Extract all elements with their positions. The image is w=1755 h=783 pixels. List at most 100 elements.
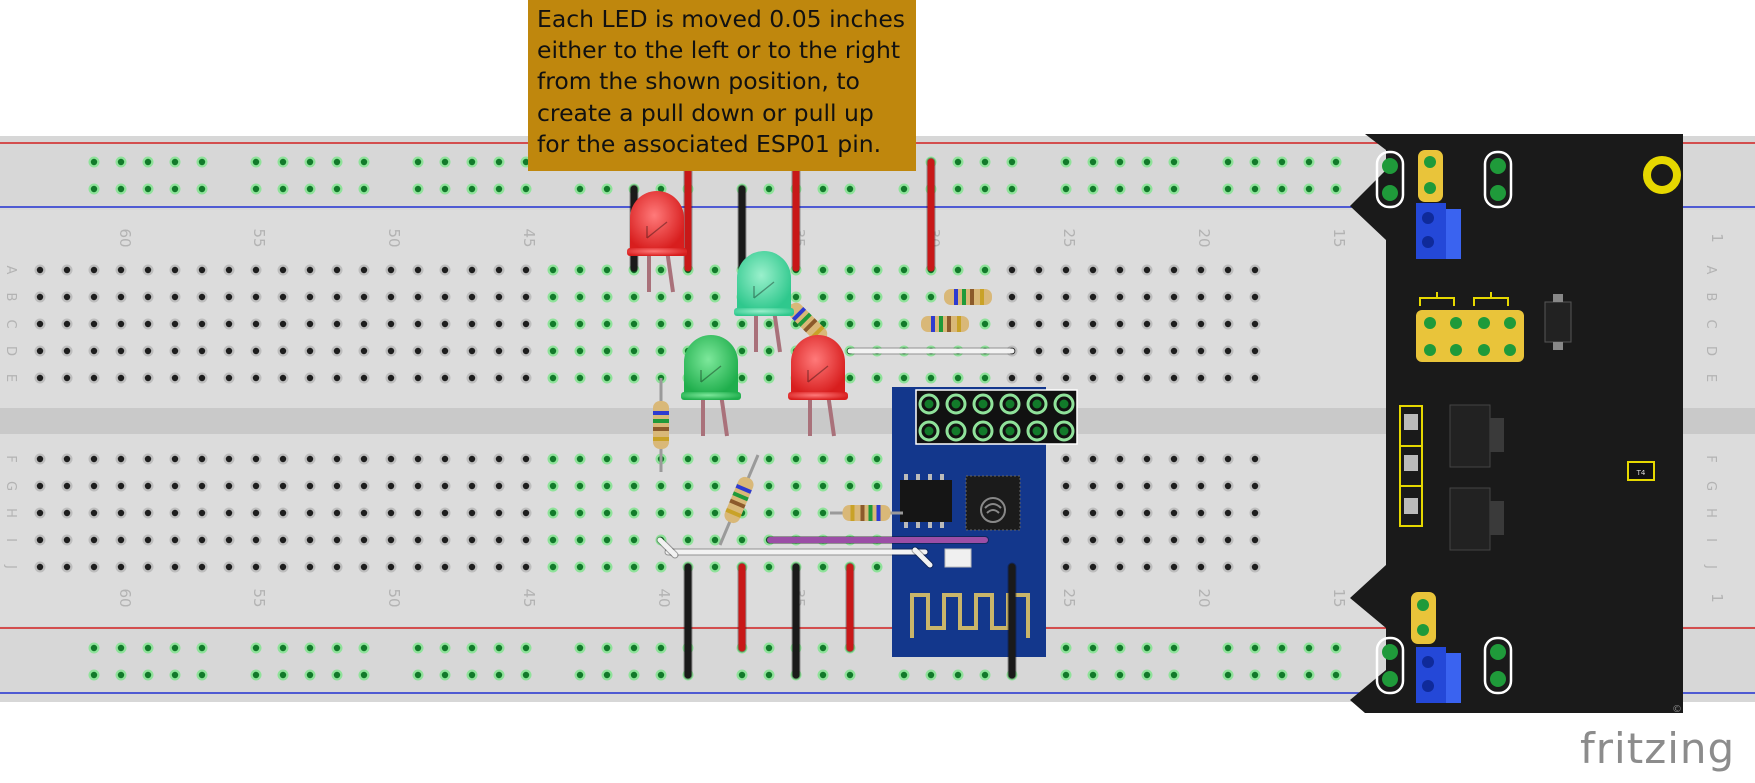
breadboard-hole	[1251, 374, 1259, 382]
breadboard-hole	[468, 266, 476, 274]
note-line: for the associated ESP01 pin.	[537, 129, 882, 158]
breadboard-hole	[468, 509, 476, 517]
row-label: H	[3, 508, 18, 518]
breadboard-hole	[387, 536, 395, 544]
breadboard-hole	[252, 455, 260, 463]
breadboard-hole	[1224, 374, 1232, 382]
breadboard-hole	[360, 563, 368, 571]
breadboard-hole	[1143, 347, 1151, 355]
breadboard-hole	[360, 158, 368, 166]
row-label: H	[1703, 508, 1718, 518]
breadboard-hole	[1143, 374, 1151, 382]
breadboard-hole	[387, 266, 395, 274]
breadboard-hole	[279, 347, 287, 355]
breadboard-hole	[117, 347, 125, 355]
breadboard-hole	[1008, 293, 1016, 301]
resistor-band	[954, 289, 958, 305]
breadboard-hole	[171, 482, 179, 490]
breadboard-hole	[90, 374, 98, 382]
breadboard-hole	[333, 671, 341, 679]
row-label: A	[3, 266, 18, 275]
breadboard-hole	[144, 320, 152, 328]
esp01-pin	[924, 426, 934, 436]
breadboard-hole	[252, 293, 260, 301]
breadboard-hole	[225, 347, 233, 355]
breadboard-hole	[1197, 266, 1205, 274]
breadboard-hole	[1116, 374, 1124, 382]
breadboard-hole	[441, 374, 449, 382]
breadboard-hole	[1224, 536, 1232, 544]
breadboard-hole	[90, 347, 98, 355]
column-label: 1	[1708, 233, 1726, 243]
breadboard-hole	[1062, 293, 1070, 301]
annotation-note: Each LED is moved 0.05 inches either to …	[528, 0, 916, 171]
breadboard-hole	[522, 347, 530, 355]
breadboard-hole	[522, 455, 530, 463]
diode-smd	[1544, 294, 1572, 350]
breadboard-hole	[36, 563, 44, 571]
breadboard-hole	[1170, 185, 1178, 193]
breadboard-hole	[171, 536, 179, 544]
breadboard-hole	[90, 563, 98, 571]
breadboard-hole	[63, 536, 71, 544]
breadboard-hole	[1224, 185, 1232, 193]
breadboard-hole	[198, 266, 206, 274]
breadboard-hole	[1089, 671, 1097, 679]
breadboard-hole	[387, 482, 395, 490]
breadboard-hole	[819, 266, 827, 274]
breadboard-hole	[603, 482, 611, 490]
breadboard-hole	[36, 455, 44, 463]
breadboard-hole	[360, 293, 368, 301]
breadboard-hole	[1062, 536, 1070, 544]
breadboard-hole	[738, 320, 746, 328]
resistor-body	[921, 316, 969, 332]
breadboard-hole	[306, 158, 314, 166]
breadboard-hole	[63, 482, 71, 490]
breadboard-hole	[1089, 509, 1097, 517]
breadboard-hole	[1062, 347, 1070, 355]
row-label: F	[3, 455, 18, 462]
resistor-band	[860, 505, 865, 521]
breadboard-hole	[819, 185, 827, 193]
breadboard-hole	[1062, 185, 1070, 193]
breadboard-hole	[441, 455, 449, 463]
esp01-pin	[951, 399, 961, 409]
breadboard-hole	[576, 374, 584, 382]
breadboard-hole	[90, 158, 98, 166]
resistor-band	[729, 498, 746, 509]
breadboard-hole	[333, 509, 341, 517]
breadboard-hole	[1008, 185, 1016, 193]
resistor-band	[850, 505, 855, 521]
breadboard-hole	[360, 347, 368, 355]
smd-chip: T4	[1627, 461, 1655, 481]
esp01-pin	[1053, 420, 1075, 442]
breadboard-hole	[1224, 644, 1232, 652]
breadboard-hole	[657, 509, 665, 517]
breadboard-hole	[252, 158, 260, 166]
breadboard-hole	[414, 671, 422, 679]
breadboard-hole	[630, 455, 638, 463]
breadboard-hole	[198, 536, 206, 544]
breadboard-hole	[495, 455, 503, 463]
breadboard-hole	[1197, 347, 1205, 355]
note-line: from the shown position, to	[537, 67, 860, 96]
breadboard-hole	[63, 509, 71, 517]
resistor-band	[653, 419, 669, 423]
breadboard-hole	[1197, 455, 1205, 463]
breadboard-hole	[927, 293, 935, 301]
breadboard-hole	[414, 536, 422, 544]
breadboard-hole	[1143, 185, 1151, 193]
breadboard-hole	[900, 320, 908, 328]
esp01-pin	[1059, 399, 1069, 409]
power-module-board	[1350, 134, 1683, 713]
column-label: 45	[520, 228, 538, 247]
breadboard-hole	[333, 320, 341, 328]
esp01-pin	[918, 420, 940, 442]
breadboard-hole	[846, 455, 854, 463]
esp01-pin	[999, 393, 1021, 415]
esp01-pin	[972, 393, 994, 415]
led-red	[788, 392, 848, 400]
breadboard-hole	[1143, 644, 1151, 652]
breadboard-hole	[981, 320, 989, 328]
breadboard-hole	[252, 374, 260, 382]
